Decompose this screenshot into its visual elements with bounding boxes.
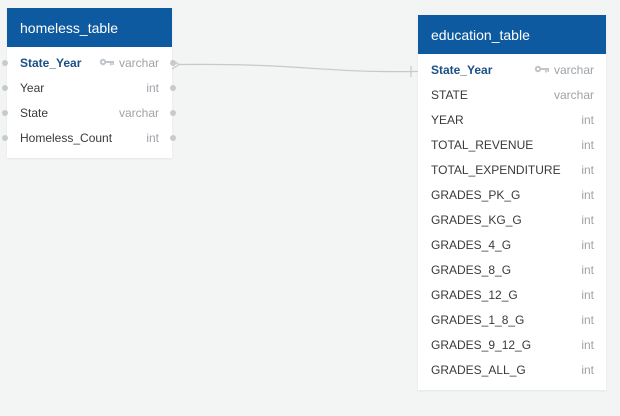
column-type-label: varchar (553, 62, 594, 77)
column-name: TOTAL_EXPENDITURE (431, 162, 561, 177)
table-row[interactable]: TOTAL_EXPENDITURE int (418, 157, 606, 182)
homeless-table[interactable]: homeless_table State_Year varchar Year i… (2, 8, 176, 158)
table-row[interactable]: GRADES_9_12_G int (418, 332, 606, 357)
table-row[interactable]: STATE varchar (418, 82, 606, 107)
table-row[interactable]: State varchar (2, 100, 176, 125)
column-name: GRADES_8_G (431, 262, 512, 277)
column-name: GRADES_12_G (431, 287, 518, 302)
connection-handle[interactable] (2, 134, 8, 141)
column-type-label: int (581, 312, 594, 327)
column-name: State_Year (20, 55, 82, 70)
column-type-label: int (581, 287, 594, 302)
column-name: GRADES_9_12_G (431, 337, 532, 352)
table-row[interactable]: Year int (2, 75, 176, 100)
education-table[interactable]: education_table State_Year varchar STATE… (418, 15, 606, 390)
column-name: GRADES_PK_G (431, 187, 521, 202)
education-table-title: education_table (431, 26, 530, 43)
column-name: State (20, 105, 49, 120)
table-row[interactable]: State_Year varchar (418, 57, 606, 82)
connection-handle[interactable] (170, 84, 176, 91)
column-name: GRADES_ALL_G (431, 362, 526, 377)
connection-handle[interactable] (2, 109, 8, 116)
table-row[interactable]: GRADES_KG_G int (418, 207, 606, 232)
column-name: TOTAL_REVENUE (431, 137, 534, 152)
homeless-table-header[interactable]: homeless_table (7, 8, 172, 47)
column-type-label: int (581, 137, 594, 152)
column-type-label: int (581, 162, 594, 177)
table-row[interactable]: GRADES_4_G int (418, 232, 606, 257)
column-name: State_Year (431, 62, 493, 77)
column-type-label: varchar (553, 87, 594, 102)
column-name: Year (20, 80, 45, 95)
table-row[interactable]: Homeless_Count int (2, 125, 176, 150)
connection-handle[interactable] (2, 59, 8, 66)
table-row[interactable]: GRADES_12_G int (418, 282, 606, 307)
connection-handle[interactable] (170, 134, 176, 141)
table-row[interactable]: GRADES_ALL_G int (418, 357, 606, 382)
column-type-label: varchar (118, 55, 159, 70)
table-row[interactable]: YEAR int (418, 107, 606, 132)
column-type-label: int (581, 337, 594, 352)
column-type-label: int (581, 112, 594, 127)
column-type-label: int (581, 237, 594, 252)
homeless-table-columns: State_Year varchar Year int State varcha… (2, 47, 176, 150)
column-type-label: int (146, 80, 159, 95)
connection-handle[interactable] (170, 59, 176, 66)
connection-handle[interactable] (2, 84, 8, 91)
column-name: GRADES_4_G (431, 237, 512, 252)
column-type-label: int (581, 212, 594, 227)
column-name: STATE (431, 87, 468, 102)
key-icon (99, 58, 114, 65)
table-row[interactable]: State_Year varchar (2, 50, 176, 75)
education-table-header[interactable]: education_table (418, 15, 606, 54)
homeless-table-title: homeless_table (20, 19, 119, 36)
column-name: YEAR (431, 112, 464, 127)
table-row[interactable]: TOTAL_REVENUE int (418, 132, 606, 157)
column-type: varchar (99, 56, 159, 70)
column-type-label: int (581, 262, 594, 277)
many-crowfoot-marker (171, 59, 181, 70)
table-row[interactable]: GRADES_8_G int (418, 257, 606, 282)
column-name: GRADES_KG_G (431, 212, 522, 227)
column-name: Homeless_Count (20, 130, 113, 145)
column-type-label: varchar (118, 105, 159, 120)
column-type: varchar (534, 63, 594, 77)
column-type-label: int (581, 362, 594, 377)
column-type-label: int (581, 187, 594, 202)
column-name: GRADES_1_8_G (431, 312, 525, 327)
table-row[interactable]: GRADES_1_8_G int (418, 307, 606, 332)
table-row[interactable]: GRADES_PK_G int (418, 182, 606, 207)
connection-handle[interactable] (170, 109, 176, 116)
key-icon (534, 65, 549, 72)
relationship-line[interactable] (177, 63, 419, 73)
column-type-label: int (146, 130, 159, 145)
